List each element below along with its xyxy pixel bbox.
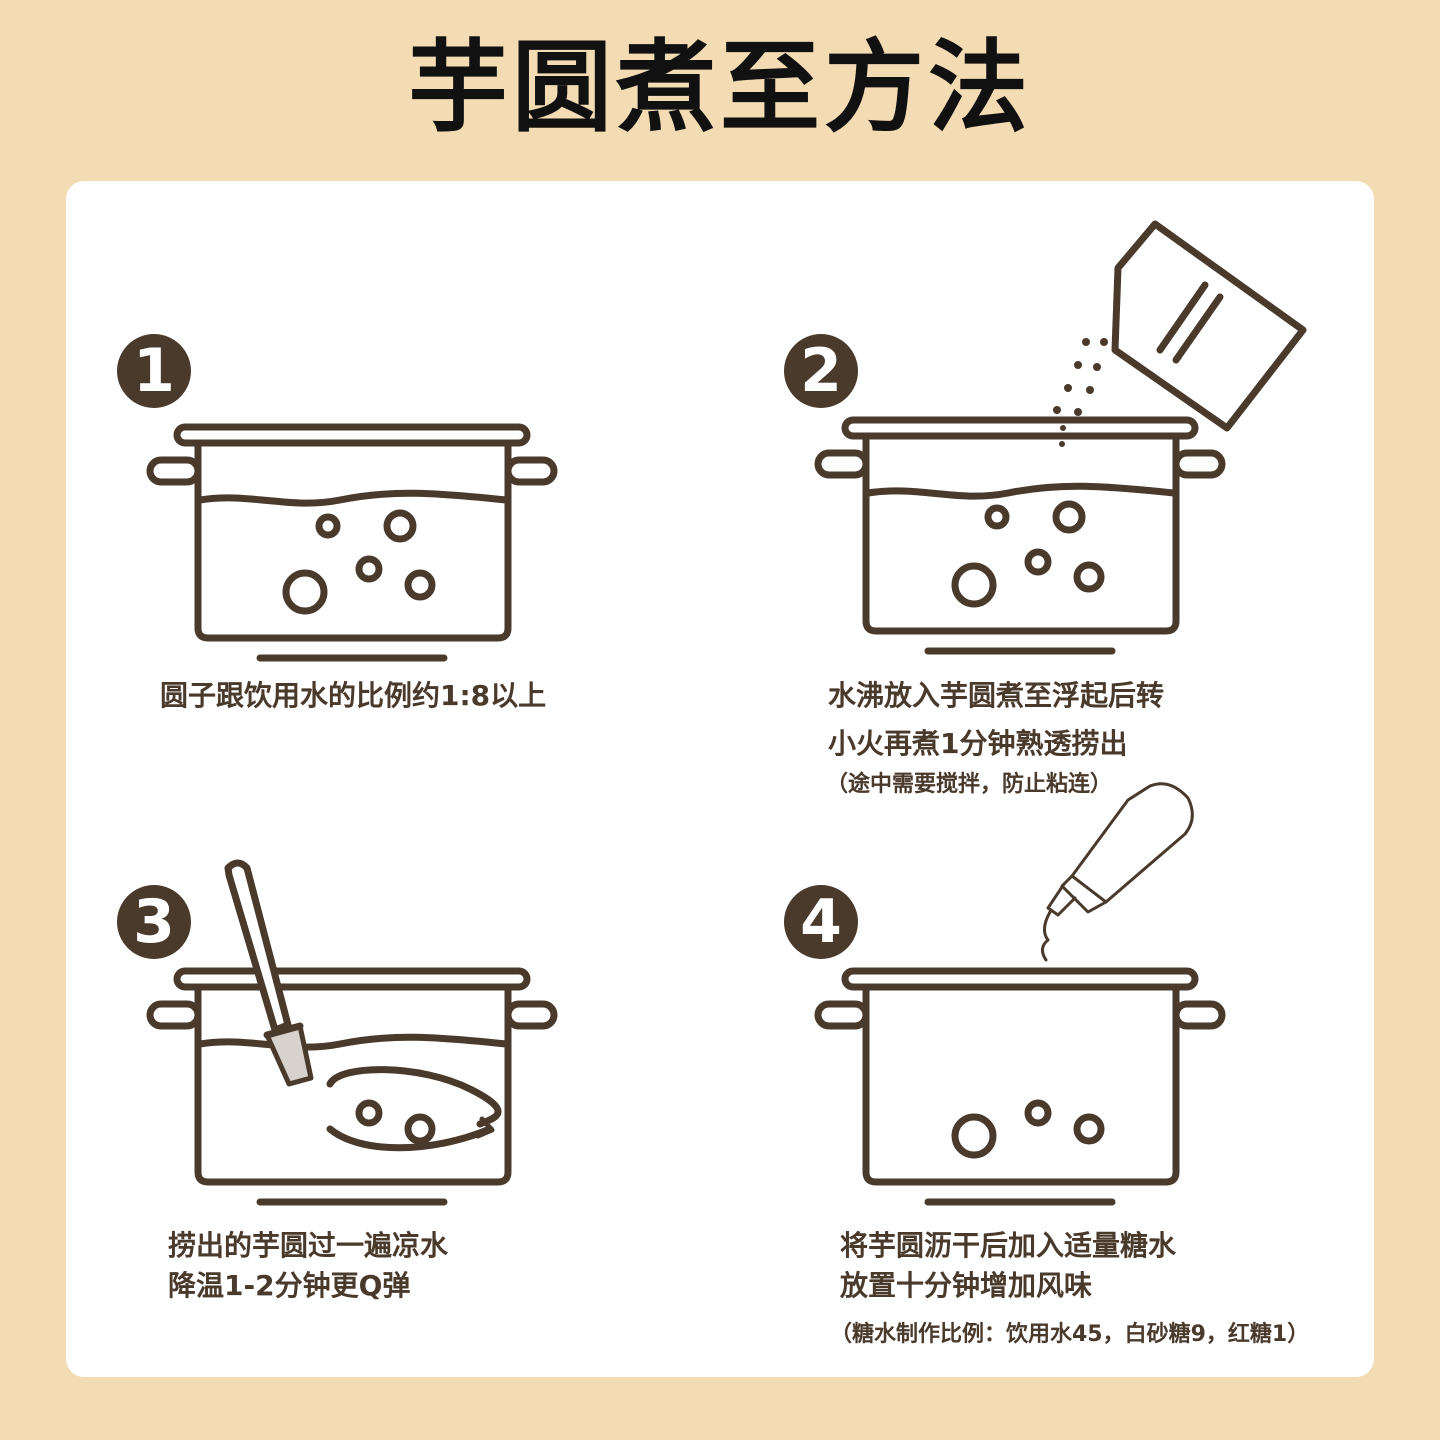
syrup-bottle-icon	[1041, 782, 1194, 962]
step-4-caption-line2: 放置十分钟增加风味	[840, 1269, 1093, 1302]
step-3-badge: 3	[117, 885, 191, 959]
step-2-note: （途中需要搅拌，防止粘连）	[826, 772, 1113, 797]
step-3-caption-line1: 捞出的芋圆过一遍凉水	[168, 1229, 449, 1262]
sugar-bag-icon	[1053, 220, 1307, 447]
page-title: 芋圆煮至方法	[408, 29, 1032, 146]
step-2-caption-line2: 小火再煮1分钟熟透捞出	[828, 727, 1128, 760]
step-4-caption-line1: 将芋圆沥干后加入适量糖水	[840, 1229, 1177, 1262]
pot-icon-step3	[150, 971, 554, 1202]
step-1-badge: 1	[117, 334, 191, 408]
pot-icon-step4	[818, 971, 1222, 1202]
step-2-caption-line1: 水沸放入芋圆煮至浮起后转	[828, 679, 1165, 712]
pot-icon-step1	[150, 427, 554, 658]
spatula-icon	[224, 859, 314, 1087]
step-3-caption-line2: 降温1-2分钟更Q弹	[168, 1269, 411, 1302]
step-2-badge: 2	[784, 334, 858, 408]
step-4-note: （糖水制作比例：饮用水45，白砂糖9，红糖1）	[830, 1322, 1310, 1347]
step-4-badge: 4	[784, 885, 858, 959]
step-1-caption: 圆子跟饮用水的比例约1:8以上	[160, 679, 547, 712]
pot-icon-step2	[818, 420, 1222, 651]
